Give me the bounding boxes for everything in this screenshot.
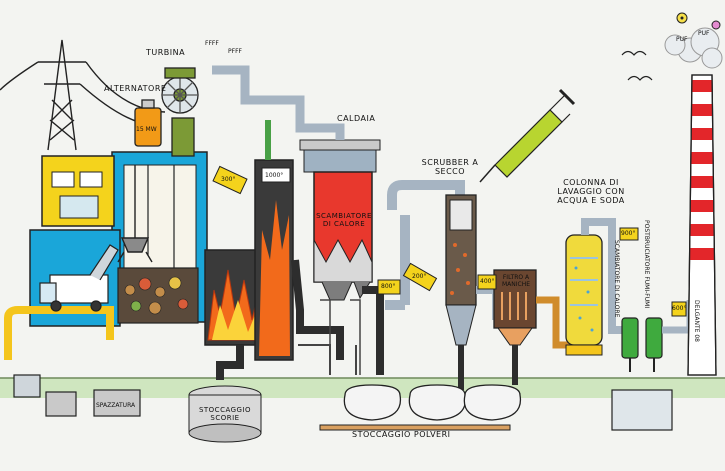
signature: DELGANTE 08 [693, 300, 700, 342]
tag-600: 600° [672, 305, 687, 312]
generator-icon [134, 99, 195, 157]
chimney-puff-1: PUF [676, 36, 688, 43]
tag-400-shape [477, 274, 497, 290]
tag-800-shape [377, 279, 401, 295]
steam-pipe [212, 65, 345, 140]
crane-claw-icon [117, 165, 153, 263]
furnace [204, 159, 294, 361]
turbine-icon [161, 67, 199, 114]
syringe-icon [479, 88, 576, 183]
wash-column [565, 218, 630, 356]
boiler-label: CALDAIA [337, 114, 376, 123]
dust-storage-label: STOCCAGGIO POLVERI [352, 430, 451, 439]
dust-storage-bags [343, 384, 522, 421]
bag-filter-label: FILTRO A MANICHE [501, 274, 531, 288]
truck-sign: SPAZZATURA [96, 402, 136, 409]
chimney-icon [687, 74, 717, 376]
tag-200-shape [402, 262, 438, 292]
tag-600-shape [671, 301, 687, 317]
yellow-pipe [4, 306, 114, 360]
garbage-truck-icon [39, 244, 119, 312]
alternator-label: ALTERNATORE [104, 84, 167, 93]
power-label: 15 MW [136, 126, 157, 133]
tag-400: 400° [480, 278, 495, 285]
bag-filter [476, 269, 570, 385]
chimney-smoke [664, 27, 723, 69]
chimney-puff-2: PUF [698, 30, 710, 37]
bin-icon [13, 374, 673, 431]
furnace-temp-label: 1000° [265, 172, 284, 179]
turbine-label: TURBINA [146, 48, 186, 57]
tag-200: 200° [412, 273, 427, 280]
tag-300-shape [212, 165, 248, 195]
dry-scrubber [385, 180, 477, 390]
small-exchanger-label: SCAMBIATORE DI CALORE [613, 240, 620, 318]
dry-scrubber-label: SCRUBBER A SECCO [421, 158, 479, 176]
tag-800: 800° [381, 283, 396, 290]
tag-900-shape [619, 227, 639, 241]
bird-icon [621, 50, 653, 81]
slag-storage-drum [188, 385, 262, 443]
heat-exchanger-label: SCAMBIATORE DI CALORE [316, 212, 372, 228]
post-combustor-label: POSTBRUCIATORE FUMI-FUMI [643, 220, 650, 309]
tag-900: 900° [621, 230, 636, 237]
flower-icon [676, 12, 721, 30]
wash-column-label: COLONNA DI LAVAGGIO CON ACQUA E SODA [557, 178, 625, 205]
boiler [299, 139, 381, 301]
steam-puff-1: FFFF [205, 40, 219, 47]
slag-storage-label: STOCCAGGIO SCORIE [198, 406, 252, 422]
tag-300: 300° [221, 176, 236, 183]
steam-puff-2: PFFF [228, 48, 242, 55]
